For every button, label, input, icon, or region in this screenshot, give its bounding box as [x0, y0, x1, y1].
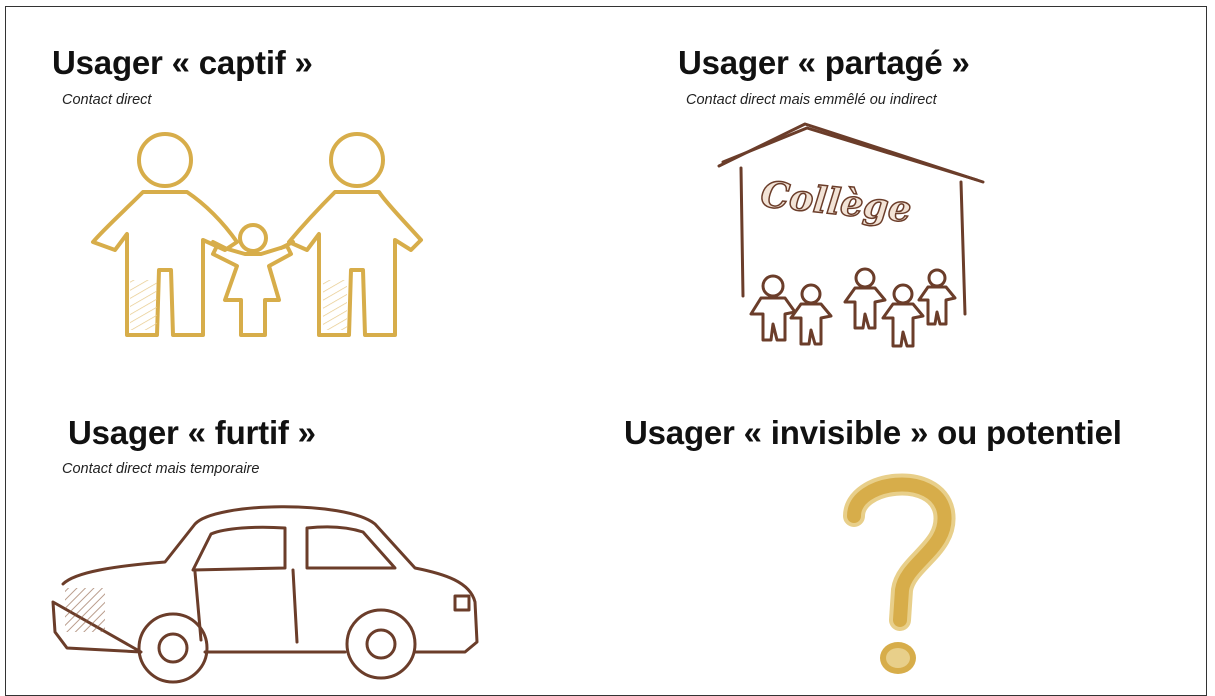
- college-icon: Collège: [717, 122, 985, 348]
- car-icon: [51, 505, 479, 684]
- title-invisible: Usager « invisible » ou potentiel: [624, 414, 1122, 451]
- subtitle-partage: Contact direct mais emmêlé ou indirect: [686, 92, 937, 108]
- title-furtif: Usager « furtif »: [68, 414, 316, 451]
- title-captif: Usager « captif »: [52, 44, 313, 81]
- college-sign-text: Collège: [759, 173, 914, 231]
- family-icon: [91, 132, 423, 337]
- title-partage: Usager « partagé »: [678, 44, 970, 81]
- subtitle-captif: Contact direct: [62, 92, 152, 108]
- question-mark-icon: [843, 473, 956, 674]
- subtitle-furtif: Contact direct mais temporaire: [62, 461, 260, 477]
